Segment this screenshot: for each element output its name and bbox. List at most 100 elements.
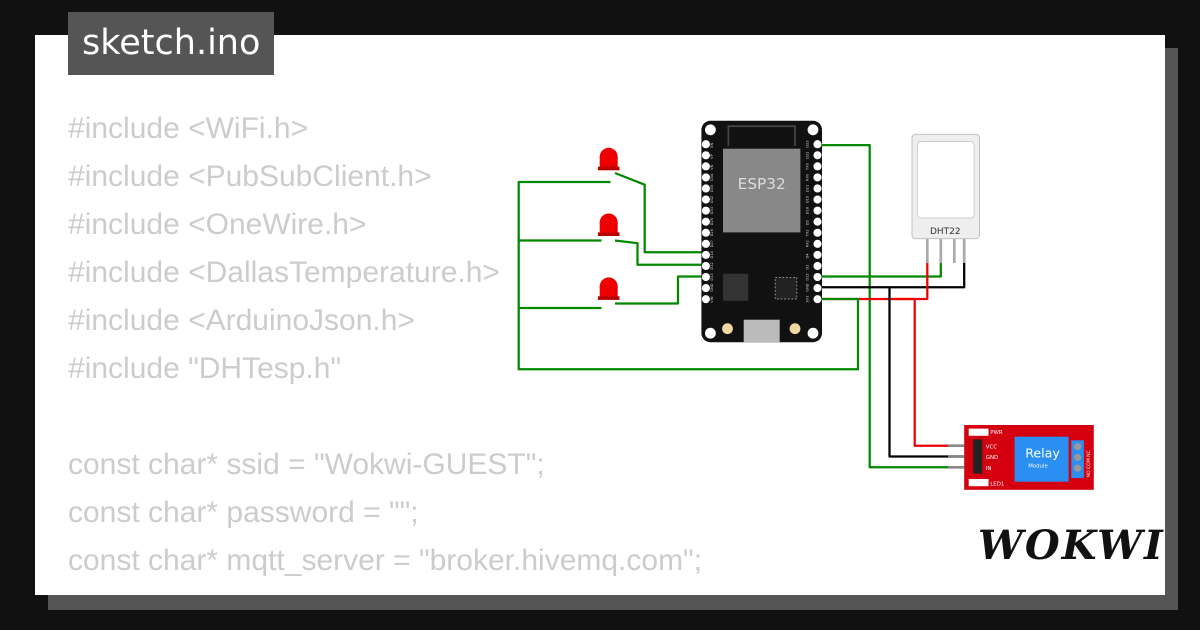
esp32-pin-label: D4	[806, 253, 810, 259]
esp32-pin[interactable]	[813, 217, 822, 226]
esp32-pin[interactable]	[813, 261, 822, 271]
esp32-pin-label: D35	[710, 185, 714, 192]
esp32-pin-label: D32	[710, 196, 714, 203]
esp32-pin[interactable]	[701, 295, 710, 304]
esp32-pin-label: D34	[710, 173, 714, 181]
esp32-pin-label: VIN	[710, 296, 714, 303]
code-line: #include <OneWire.h>	[68, 208, 367, 241]
esp32-pin[interactable]	[813, 295, 822, 304]
code-line: #include <ArduinoJson.h>	[68, 304, 415, 337]
dht-label: DHT22	[930, 227, 961, 237]
preview-card: #include <WiFi.h> #include <PubSubClient.…	[35, 35, 1165, 595]
esp32-pin[interactable]	[701, 162, 710, 171]
esp32-pin[interactable]	[813, 239, 822, 248]
esp32-pin[interactable]	[813, 173, 822, 182]
wire-gnd-relay	[888, 287, 974, 458]
wire-d15-dht	[817, 261, 942, 278]
esp32-pin-label: D25	[710, 218, 714, 225]
esp32-pin[interactable]	[701, 228, 710, 237]
code-line: const char* mqtt_server = "broker.hivemq…	[68, 544, 703, 577]
esp32-pin[interactable]	[701, 173, 710, 182]
esp32-pin[interactable]	[701, 239, 710, 248]
esp32-pin[interactable]	[813, 151, 822, 160]
led-red-2[interactable]	[597, 213, 620, 237]
wire-gnd-dht	[817, 261, 966, 289]
esp32-pin-label: TX0	[806, 162, 810, 171]
wire-d23-relay-in	[817, 143, 974, 469]
esp32-pin-label: D23	[806, 140, 810, 147]
esp32-pin[interactable]	[701, 140, 710, 149]
esp32-pin-label: D27	[710, 240, 714, 247]
esp32-pin[interactable]	[813, 272, 822, 282]
esp32-label: ESP32	[738, 175, 786, 193]
wire-led2	[614, 239, 710, 266]
esp32-pin-label: GND	[806, 283, 810, 291]
esp32-pin-label: D21	[806, 185, 810, 192]
esp32-board[interactable]: ESP32 ENVPVND34D35D32D33D25D26D27D14D12D…	[701, 120, 822, 343]
esp32-pin[interactable]	[701, 272, 710, 282]
esp32-pin[interactable]	[701, 151, 710, 160]
code-line: #include <WiFi.h>	[68, 112, 309, 145]
relay-pin-in: IN	[986, 466, 992, 472]
relay-led-label: LED1	[990, 481, 1004, 487]
relay-pin-vcc: VCC	[986, 444, 997, 450]
wire-3v3-dht	[817, 261, 929, 301]
relay-module[interactable]: PWR LED1 VCC GND IN Relay Module NO COM …	[948, 425, 1094, 490]
esp32-pin-label: GND	[710, 283, 714, 291]
dht22-sensor[interactable]: DHT22	[911, 133, 980, 264]
esp32-pin-label: VN	[710, 164, 714, 169]
esp32-pin-label: D18	[806, 206, 810, 214]
esp32-pin[interactable]	[813, 228, 822, 237]
wire-led1	[614, 171, 710, 254]
esp32-pin-label: D19	[806, 195, 810, 203]
esp32-pin-label: TX2	[806, 229, 810, 237]
relay-pin-gnd: GND	[986, 455, 998, 461]
esp32-pin-label: RX0	[806, 173, 810, 181]
esp32-pin-label: RX2	[806, 240, 810, 247]
esp32-pin[interactable]	[813, 250, 822, 259]
relay-pwr-label: PWR	[990, 430, 1003, 436]
code-line: #include <DallasTemperature.h>	[68, 256, 500, 289]
esp32-pin[interactable]	[701, 284, 710, 293]
esp32-pin[interactable]	[813, 140, 822, 149]
esp32-pin-label: D15	[806, 273, 810, 280]
esp32-pin-label: D13	[710, 273, 714, 280]
esp32-pin-label: EN	[710, 143, 714, 148]
esp32-pin-label: D5	[806, 220, 810, 225]
relay-terminals-label: NO COM NC	[1086, 450, 1092, 477]
esp32-pin[interactable]	[813, 284, 822, 293]
led-red-3[interactable]	[597, 277, 620, 300]
file-tab: sketch.ino	[68, 12, 275, 75]
esp32-pin-label: D33	[710, 207, 714, 214]
led-red-1[interactable]	[597, 147, 620, 171]
esp32-pin-label: D14	[710, 250, 714, 258]
esp32-pin[interactable]	[813, 206, 822, 215]
code-preview: #include <WiFi.h> #include <PubSubClient.…	[68, 105, 702, 585]
esp32-pin[interactable]	[701, 184, 710, 193]
esp32-pin[interactable]	[813, 184, 822, 193]
relay-sublabel: Module	[1028, 463, 1048, 469]
code-line: const char* password = "";	[68, 496, 419, 529]
esp32-pin-label: D22	[806, 152, 810, 159]
esp32-pin[interactable]	[701, 250, 710, 259]
esp32-pin[interactable]	[813, 162, 822, 171]
code-line: #include <PubSubClient.h>	[68, 160, 432, 193]
esp32-pin[interactable]	[701, 206, 710, 215]
wokwi-logo: WOKWI	[978, 522, 1165, 569]
code-line: const char* ssid = "Wokwi-GUEST";	[68, 448, 545, 481]
wire-led3	[615, 275, 710, 305]
esp32-pin-label: 3V3	[806, 296, 810, 303]
code-line: #include "DHTesp.h"	[68, 352, 342, 385]
esp32-pin-label: D26	[710, 228, 714, 236]
wire-3v3-relay	[894, 297, 974, 447]
esp32-pin[interactable]	[701, 195, 710, 204]
relay-label: Relay	[1025, 445, 1060, 460]
esp32-pin-label: VP	[710, 153, 714, 158]
esp32-pin[interactable]	[701, 217, 710, 226]
esp32-pin[interactable]	[701, 261, 710, 271]
esp32-pin-label: D2	[806, 265, 810, 270]
esp32-pin[interactable]	[813, 195, 822, 204]
esp32-pin-label: D12	[710, 262, 714, 269]
wire-led-ground	[517, 180, 860, 371]
